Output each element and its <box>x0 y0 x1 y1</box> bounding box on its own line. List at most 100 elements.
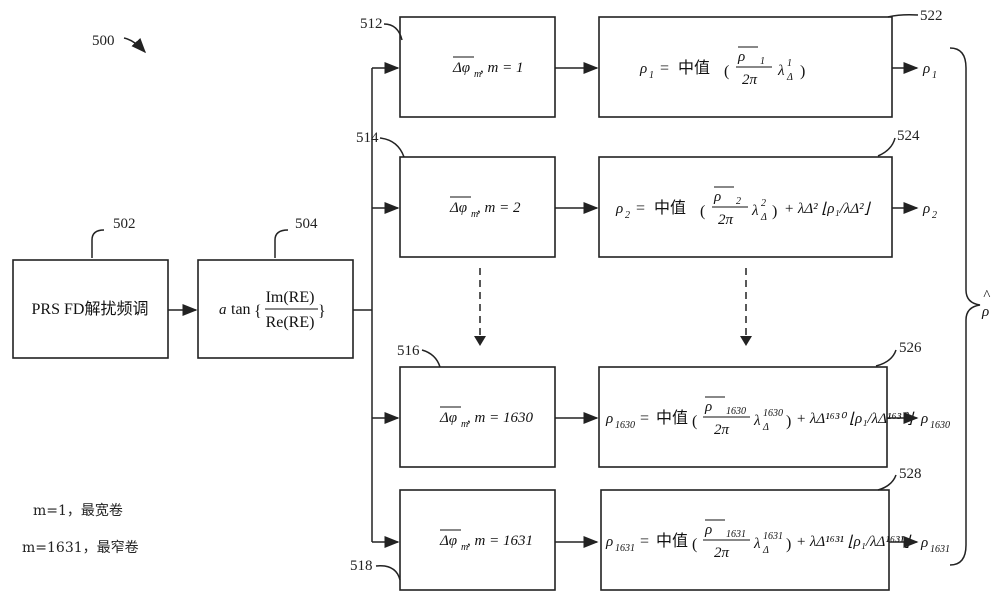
rho-box-1-lparen: ( <box>724 63 729 80</box>
rho-box-2-lhs-sub: 2 <box>625 210 630 221</box>
leader-512 <box>383 23 403 41</box>
rho-box-1630-lam-sup: 1630 <box>763 408 783 419</box>
phi-box-2-rect <box>399 156 556 258</box>
output-rho-1631: ρ <box>920 535 928 551</box>
figure-label-arrow <box>123 37 147 54</box>
phi-box-1630-sub: m <box>461 419 468 430</box>
rho-box-1-lam-sup: 1 <box>787 58 792 69</box>
rho-box-1631: ρ 1631 = 中值 ( ρ 1631 2π λ 1631 Δ ) + λΔ¹… <box>600 489 912 591</box>
atan-right-brace: } <box>318 303 326 320</box>
atan-numerator: Im(RE) <box>266 289 315 306</box>
phi-box-1631-lhs: Δφ <box>439 533 457 549</box>
rho-box-2-dphi: ρ <box>713 189 721 205</box>
leader-528 <box>877 474 897 491</box>
rho-box-1630-twopi: 2π <box>714 422 730 438</box>
rho-box-1631-lparen: ( <box>692 536 697 553</box>
rho-box-2: ρ 2 = 中值 ( ρ 2 2π λ 2 Δ ) + λΔ² ⌊ρ₁/λΔ²⌋ <box>598 156 893 258</box>
rho-box-1630-rparen: ) <box>786 413 791 430</box>
rho-box-1-median: 中值 <box>678 59 710 77</box>
phi-box-1-rect <box>399 16 556 118</box>
phi-box-1630: Δφ m , m = 1630 <box>399 366 556 468</box>
rho-box-1630-dphi: ρ <box>704 399 712 415</box>
rho-box-1-dphi: ρ <box>737 49 745 65</box>
rho-box-1630-eq: = <box>640 410 649 427</box>
rho-box-2-lam: λ <box>751 203 759 219</box>
phi-box-1630-rect <box>399 366 556 468</box>
output-brace <box>949 47 981 566</box>
atan-expression: a tan { Im(RE) Re(RE) } <box>219 289 326 331</box>
label-504: 504 <box>295 216 318 232</box>
rho-box-1630-lam: λ <box>753 413 761 429</box>
rho-box-1631-lam-sup: 1631 <box>763 531 783 542</box>
rho-box-1631-median: 中值 <box>656 532 688 550</box>
phi-box-1: Δφ m , m = 1 <box>399 16 556 118</box>
rho-box-2-lam-sub: Δ <box>760 212 767 223</box>
phi-box-2-cond: , m = 2 <box>477 200 521 216</box>
final-rho: ρ <box>981 304 989 320</box>
leader-526 <box>875 349 897 367</box>
rho-box-1: ρ 1 = 中值 ( ρ 1 2π λ 1 Δ ) <box>598 16 893 118</box>
output-rho-1631-sub: 1631 <box>930 544 950 555</box>
label-512: 512 <box>360 16 383 32</box>
atan-fn: tan <box>231 301 251 318</box>
rho-box-1631-lam: λ <box>753 536 761 552</box>
phi-box-1631-cond: , m = 1631 <box>467 533 533 549</box>
rho-box-1631-lhs: ρ <box>605 534 613 550</box>
rho-box-1631-rparen: ) <box>786 536 791 553</box>
output-rho-1630-sub: 1630 <box>930 420 950 431</box>
phi-box-2: Δφ m , m = 2 <box>399 156 556 258</box>
final-rho-hat: ^ <box>983 288 991 304</box>
figure-label: 500 <box>92 33 115 49</box>
rho-box-1-eq: = <box>660 60 669 77</box>
rho-box-1631-extra: + λΔ¹⁶³¹ ⌊ρ₁/λΔ¹⁶³¹⌋ <box>796 534 912 550</box>
rho-box-1-dphi-sub: 1 <box>760 56 765 67</box>
phi-box-1-lhs: Δφ <box>452 60 470 76</box>
dashed-arrowhead-phi <box>474 336 486 346</box>
rho-box-1-twopi: 2π <box>742 72 758 88</box>
prs-descramble-text: PRS FD解扰频调 <box>32 300 149 318</box>
rho-box-2-rparen: ) <box>772 203 777 220</box>
leader-504 <box>274 229 289 258</box>
leader-524 <box>877 137 896 157</box>
rho-box-1630: ρ 1630 = 中值 ( ρ 1630 2π λ 1630 Δ ) + λΔ¹… <box>598 366 915 468</box>
phi-box-1631: Δφ m , m = 1631 <box>399 489 556 591</box>
phi-box-1-cond: , m = 1 <box>480 60 523 76</box>
label-516: 516 <box>397 343 420 359</box>
rho-box-1630-median: 中值 <box>656 409 688 427</box>
rho-box-1630-dphi-sub: 1630 <box>726 406 746 417</box>
output-rho-1630: ρ <box>920 411 928 427</box>
label-514: 514 <box>356 130 379 146</box>
rho-box-2-extra: + λΔ² ⌊ρ₁/λΔ²⌋ <box>784 201 872 217</box>
prs-descramble-box <box>12 259 169 359</box>
dashed-arrowhead-rho <box>740 336 752 346</box>
atan-prefix: a <box>219 302 227 318</box>
rho-box-1630-lhs-sub: 1630 <box>615 420 635 431</box>
note-narrowest: m=1631，最窄卷 <box>22 539 139 556</box>
rho-box-1631-dphi: ρ <box>704 522 712 538</box>
note-widest: m=1，最宽卷 <box>33 502 123 519</box>
rho-box-2-median: 中值 <box>654 199 686 217</box>
phi-box-1631-rect <box>399 489 556 591</box>
rho-box-1-lam-sub: Δ <box>786 72 793 83</box>
atan-left-brace: { <box>254 303 262 320</box>
phi-box-2-sub: m <box>471 209 478 220</box>
label-526: 526 <box>899 340 922 356</box>
rho-box-2-lparen: ( <box>700 203 705 220</box>
phi-box-2-lhs: Δφ <box>449 200 467 216</box>
output-rho-2: ρ <box>922 201 930 217</box>
rho-box-1630-lparen: ( <box>692 413 697 430</box>
rho-box-2-lhs: ρ <box>615 201 623 217</box>
leader-502 <box>91 229 105 258</box>
output-rho-2-sub: 2 <box>932 210 937 221</box>
rho-box-2-twopi: 2π <box>718 212 734 228</box>
phi-box-1-sub: m <box>474 69 481 80</box>
output-rho-1: ρ <box>922 61 930 77</box>
leader-514 <box>379 137 405 158</box>
rho-box-1630-lam-sub: Δ <box>762 422 769 433</box>
rho-box-1-rparen: ) <box>800 63 805 80</box>
rho-box-1631-eq: = <box>640 533 649 550</box>
phi-box-1630-cond: , m = 1630 <box>467 410 533 426</box>
output-rho-1-sub: 1 <box>932 70 937 81</box>
